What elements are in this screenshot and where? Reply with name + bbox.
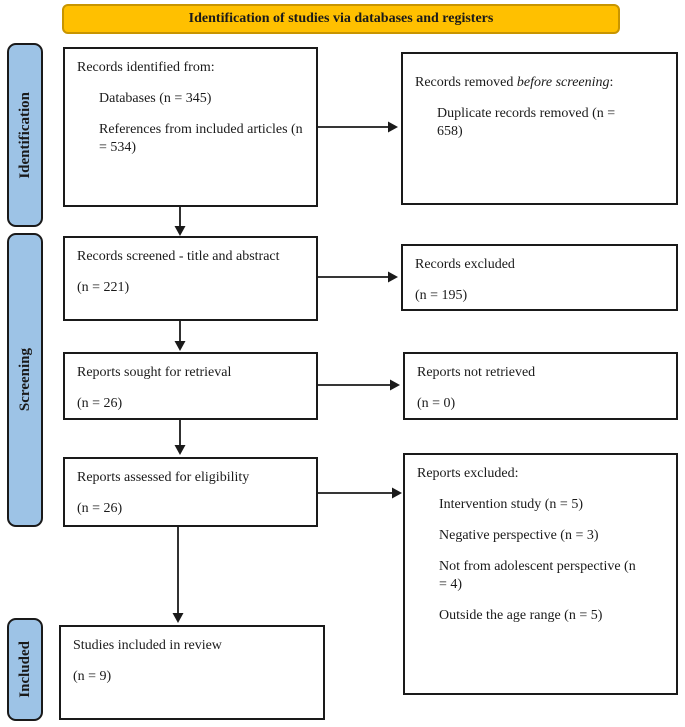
stage-included: Included [7,618,43,721]
box-reports-assessed-count: (n = 26) [77,500,123,516]
box-reports-excluded-title: Reports excluded: [417,466,519,481]
box-reports-excluded-item-not-adolescent: Not from adolescent perspective (n = 4) [439,558,636,592]
box-records-removed: Records removed before screening: Duplic… [401,52,678,205]
box-reports-excluded-item-intervention: Intervention study (n = 5) [439,496,583,512]
box-records-screened-title: Records screened - title and abstract [77,249,280,264]
box-reports-excluded-item-negative: Negative perspective (n = 3) [439,527,599,543]
box-reports-assessed-title: Reports assessed for eligibility [77,470,250,485]
box-records-removed-item-duplicates: Duplicate records removed (n = 658) [437,105,616,139]
box-records-screened-count: (n = 221) [77,279,130,295]
box-studies-included-count: (n = 9) [73,668,112,684]
box-reports-sought-count: (n = 26) [77,395,123,411]
banner-identification-via-databases: Identification of studies via databases … [62,4,620,34]
before-screening-italic: before screening [516,75,610,90]
arrow-assessed-to-reports-excluded [318,487,402,499]
box-reports-not-retrieved-title: Reports not retrieved [417,365,536,380]
box-reports-excluded-item-age-range: Outside the age range (n = 5) [439,607,603,623]
stage-screening: Screening [7,233,43,527]
box-reports-sought: Reports sought for retrieval (n = 26) [63,352,318,420]
box-records-identified-title: Records identified from: [77,60,215,75]
banner-label: Identification of studies via databases … [188,11,494,26]
stage-identification: Identification [7,43,43,227]
box-records-identified-item-databases: Databases (n = 345) [99,90,212,106]
box-records-removed-title: Records removed before screening: [415,75,614,90]
box-records-excluded-title: Records excluded [415,257,515,272]
box-reports-sought-title: Reports sought for retrieval [77,365,232,380]
arrow-screened-to-excluded [318,271,398,283]
arrow-identified-to-removed [318,121,398,133]
box-studies-included-title: Studies included in review [73,638,222,653]
box-records-identified: Records identified from: Databases (n = … [63,47,318,207]
box-reports-not-retrieved-count: (n = 0) [417,395,456,411]
arrow-sought-to-not-retrieved [318,379,400,391]
stage-included-label: Included [16,641,33,698]
arrow-screened-to-sought [174,321,186,351]
box-records-excluded: Records excluded (n = 195) [401,244,678,311]
box-records-screened: Records screened - title and abstract (n… [63,236,318,321]
box-records-excluded-count: (n = 195) [415,287,468,303]
stage-screening-label: Screening [16,348,33,412]
stage-identification-label: Identification [16,91,33,179]
box-reports-excluded: Reports excluded: Intervention study (n … [403,453,678,695]
arrow-assessed-to-included [172,527,184,623]
arrow-sought-to-assessed [174,420,186,455]
box-records-identified-item-references: References from included articles (n = 5… [99,121,303,155]
box-studies-included: Studies included in review (n = 9) [59,625,325,720]
arrow-identified-to-screened [174,207,186,236]
box-reports-not-retrieved: Reports not retrieved (n = 0) [403,352,678,420]
box-reports-assessed: Reports assessed for eligibility (n = 26… [63,457,318,527]
